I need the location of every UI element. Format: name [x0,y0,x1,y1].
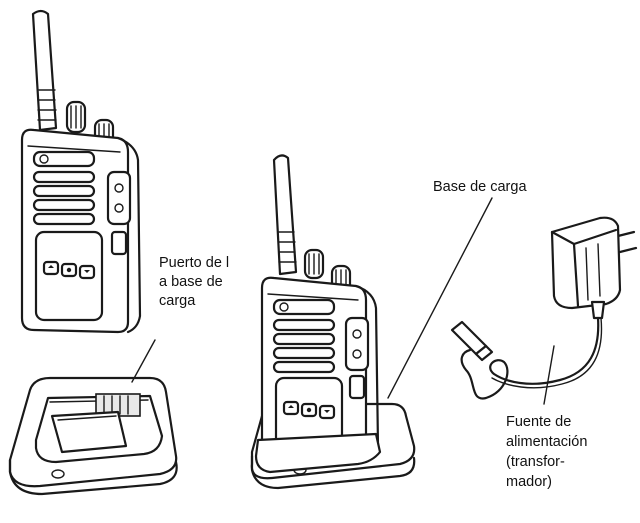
logo [51,469,65,479]
label-line: (transfor- [506,454,565,470]
label-line: Fuente de [506,414,572,430]
radio-left [20,9,142,334]
label-line: alimentación [506,434,588,450]
leader-line-port [131,339,156,383]
label-line: Base de carga [433,179,527,195]
charger-base-left [8,376,178,496]
power-adapter [450,216,638,400]
antenna [31,9,58,132]
indicator-window [50,410,128,454]
label-line: carga [159,293,196,309]
audio-jack [106,170,132,226]
radio-middle [254,154,382,474]
audio-jack [344,316,370,372]
leader-line-power [543,345,555,405]
label-charging-port: Puerto de l a base de carga [159,254,229,311]
label-line: mador) [506,474,552,490]
label-power-supply: Fuente de alimentación (transfor- mador) [506,412,587,492]
logo-strip [272,298,336,316]
label-line: Puerto de l [159,255,230,271]
logo-strip [32,150,96,168]
antenna [272,154,298,276]
leader-line-base [387,197,493,399]
label-charging-base: Base de carga [433,178,527,197]
label-line: a base de [159,274,223,290]
